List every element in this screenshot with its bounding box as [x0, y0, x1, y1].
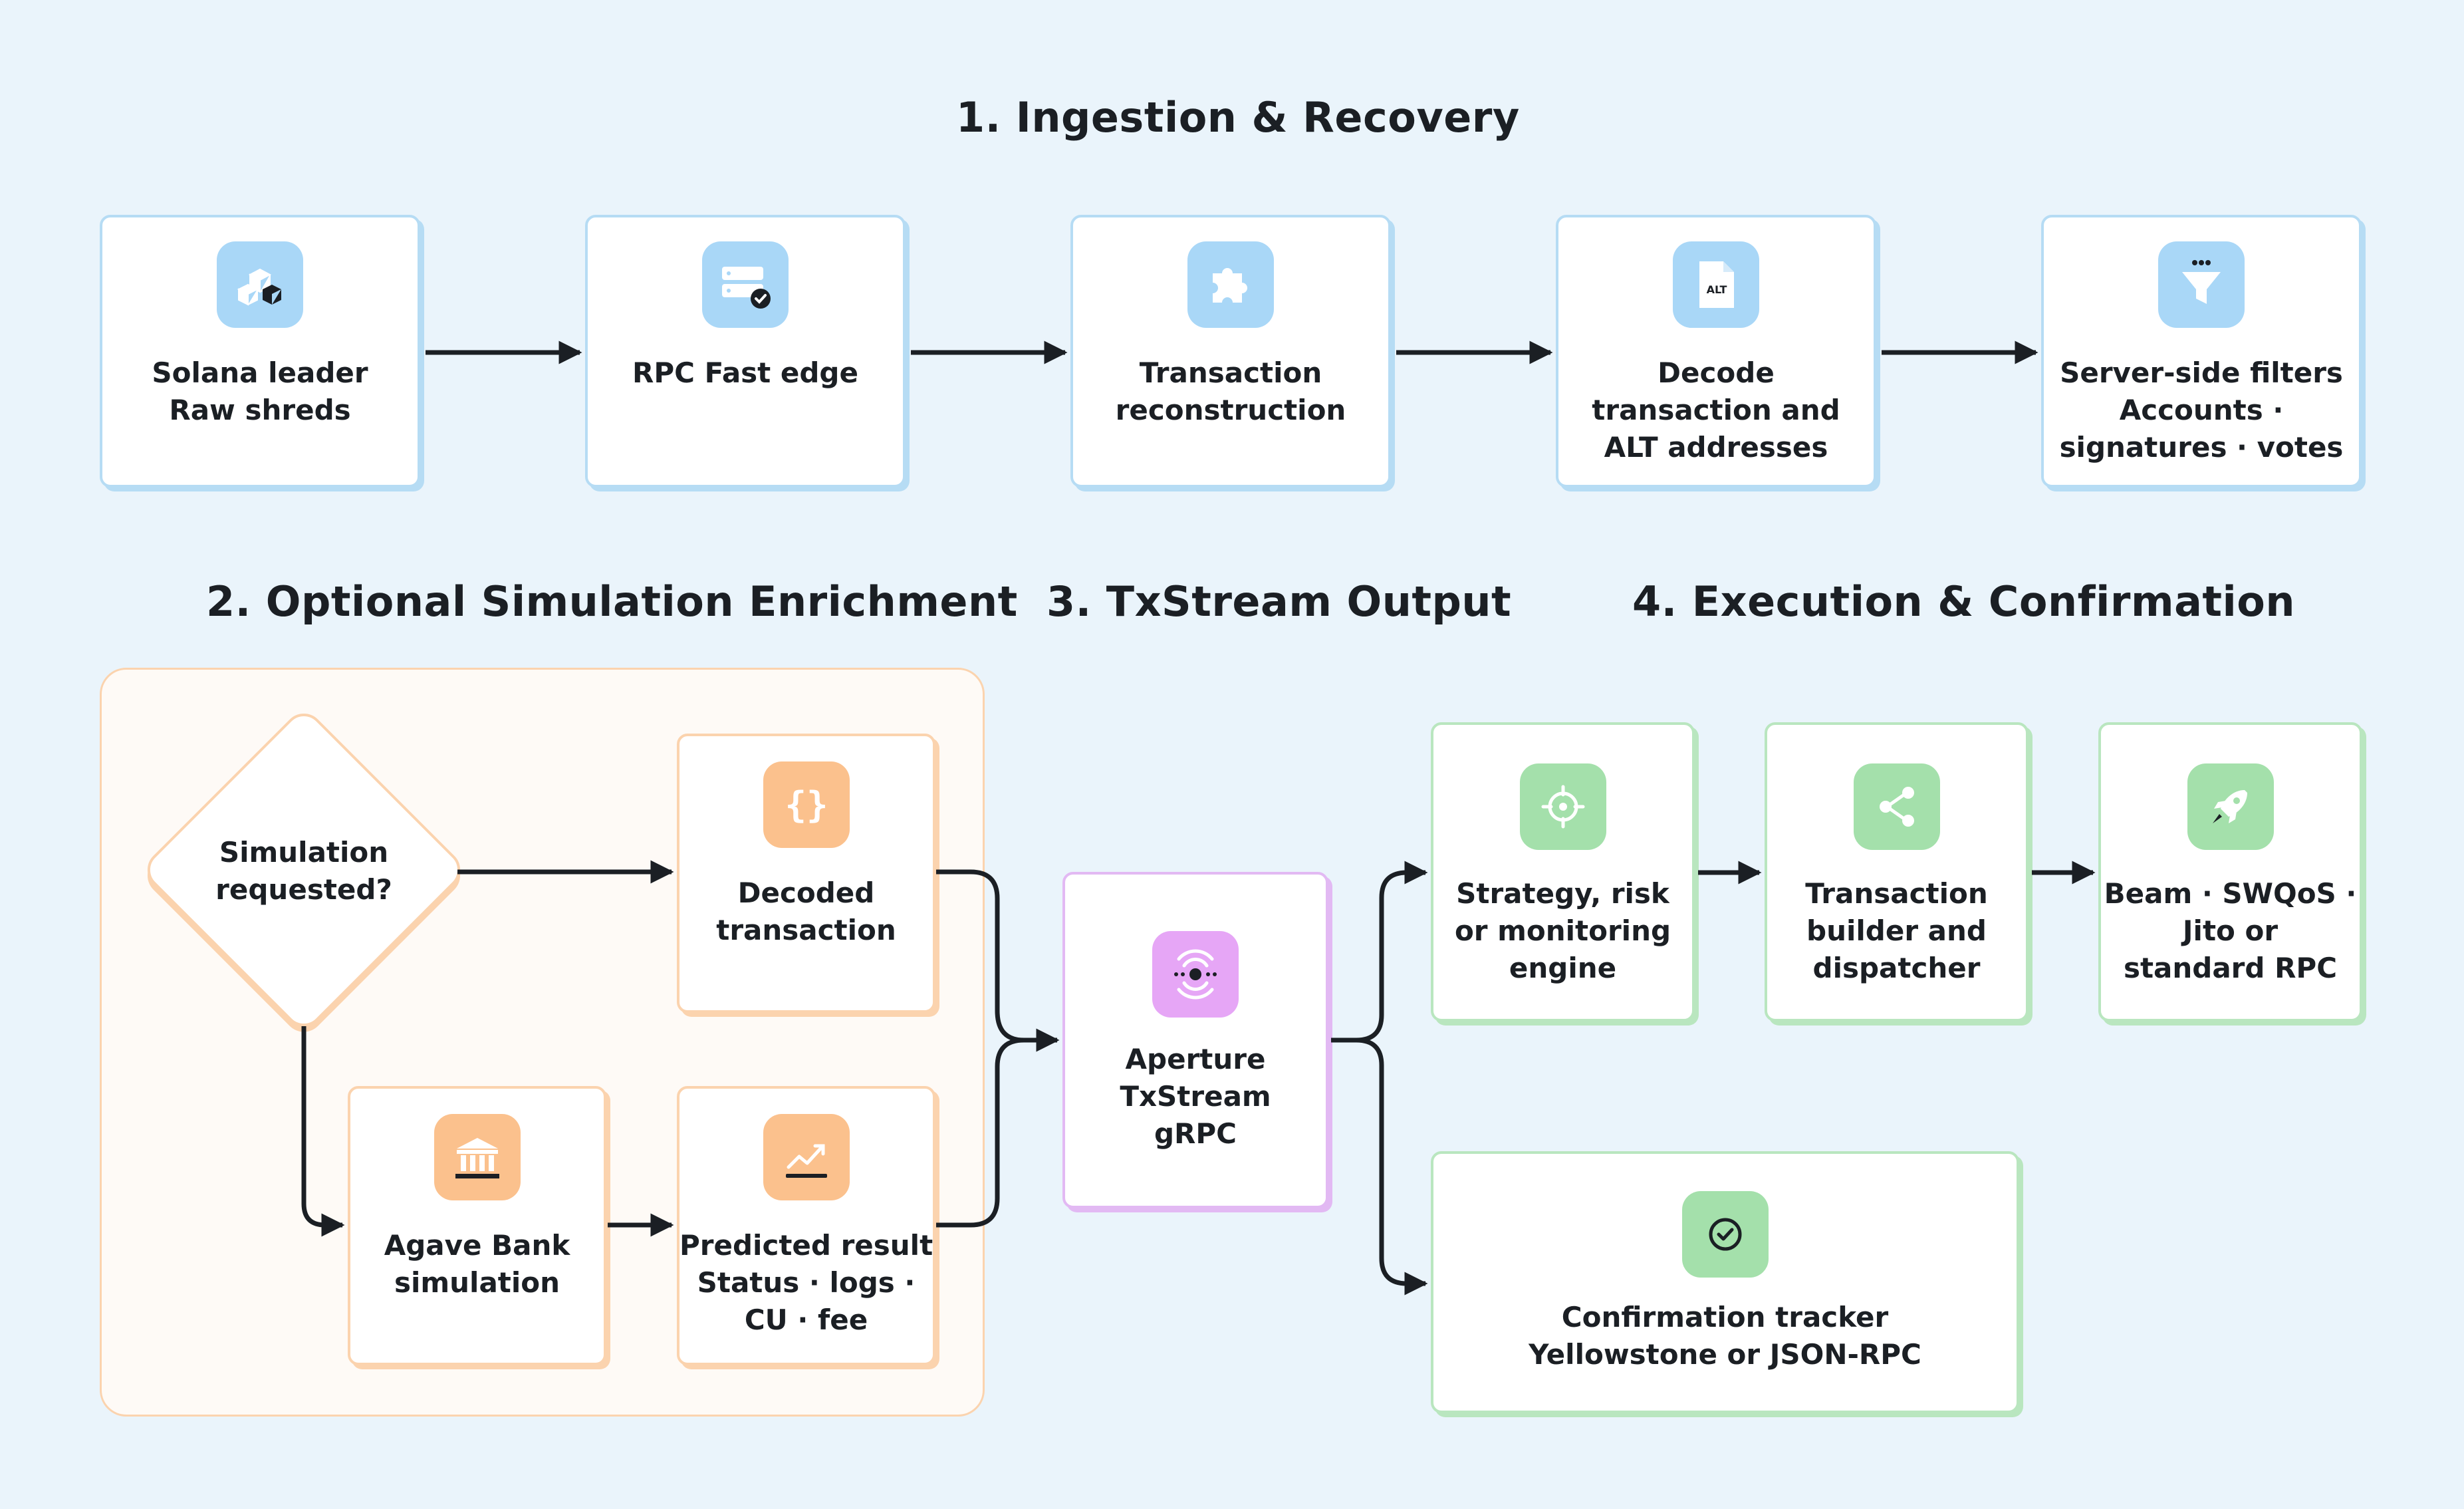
svg-text:ALT: ALT	[1707, 283, 1727, 296]
bank-icon	[433, 1114, 521, 1200]
heading-ingestion: 1. Ingestion & Recovery	[956, 93, 1520, 142]
edge-decoded-to-aperture	[936, 869, 1060, 1052]
rocket-icon	[2187, 763, 2274, 850]
edge-aperture-to-confirmation	[1356, 1037, 1428, 1296]
edge-aperture-to-strategy	[1331, 861, 1428, 1043]
heading-execution: 4. Execution & Confirmation	[1632, 577, 2296, 626]
braces-icon: {}	[763, 761, 850, 848]
edge-predicted-to-aperture	[936, 1037, 1025, 1228]
share-icon	[1853, 763, 1940, 850]
trend-chart-icon	[763, 1114, 850, 1200]
crosshair-icon	[1519, 763, 1606, 850]
broadcast-icon	[1152, 931, 1239, 1018]
server-check-icon	[702, 241, 789, 328]
alt-file-icon: ALT	[1673, 241, 1759, 328]
puzzle-icon	[1187, 241, 1274, 328]
node-rpc-fast-edge: RPC Fast edge	[585, 215, 906, 487]
svg-text:{}: {}	[785, 784, 828, 826]
heading-simulation: 2. Optional Simulation Enrichment	[206, 577, 1018, 626]
check-circle-icon	[1681, 1191, 1769, 1278]
cubes-icon	[217, 241, 303, 328]
funnel-icon	[2158, 241, 2245, 328]
edge-diamond-to-agave	[301, 1026, 345, 1237]
node-rpc-fast-edge-label: RPC Fast edge	[632, 356, 858, 389]
heading-output: 3. TxStream Output	[1047, 577, 1512, 626]
